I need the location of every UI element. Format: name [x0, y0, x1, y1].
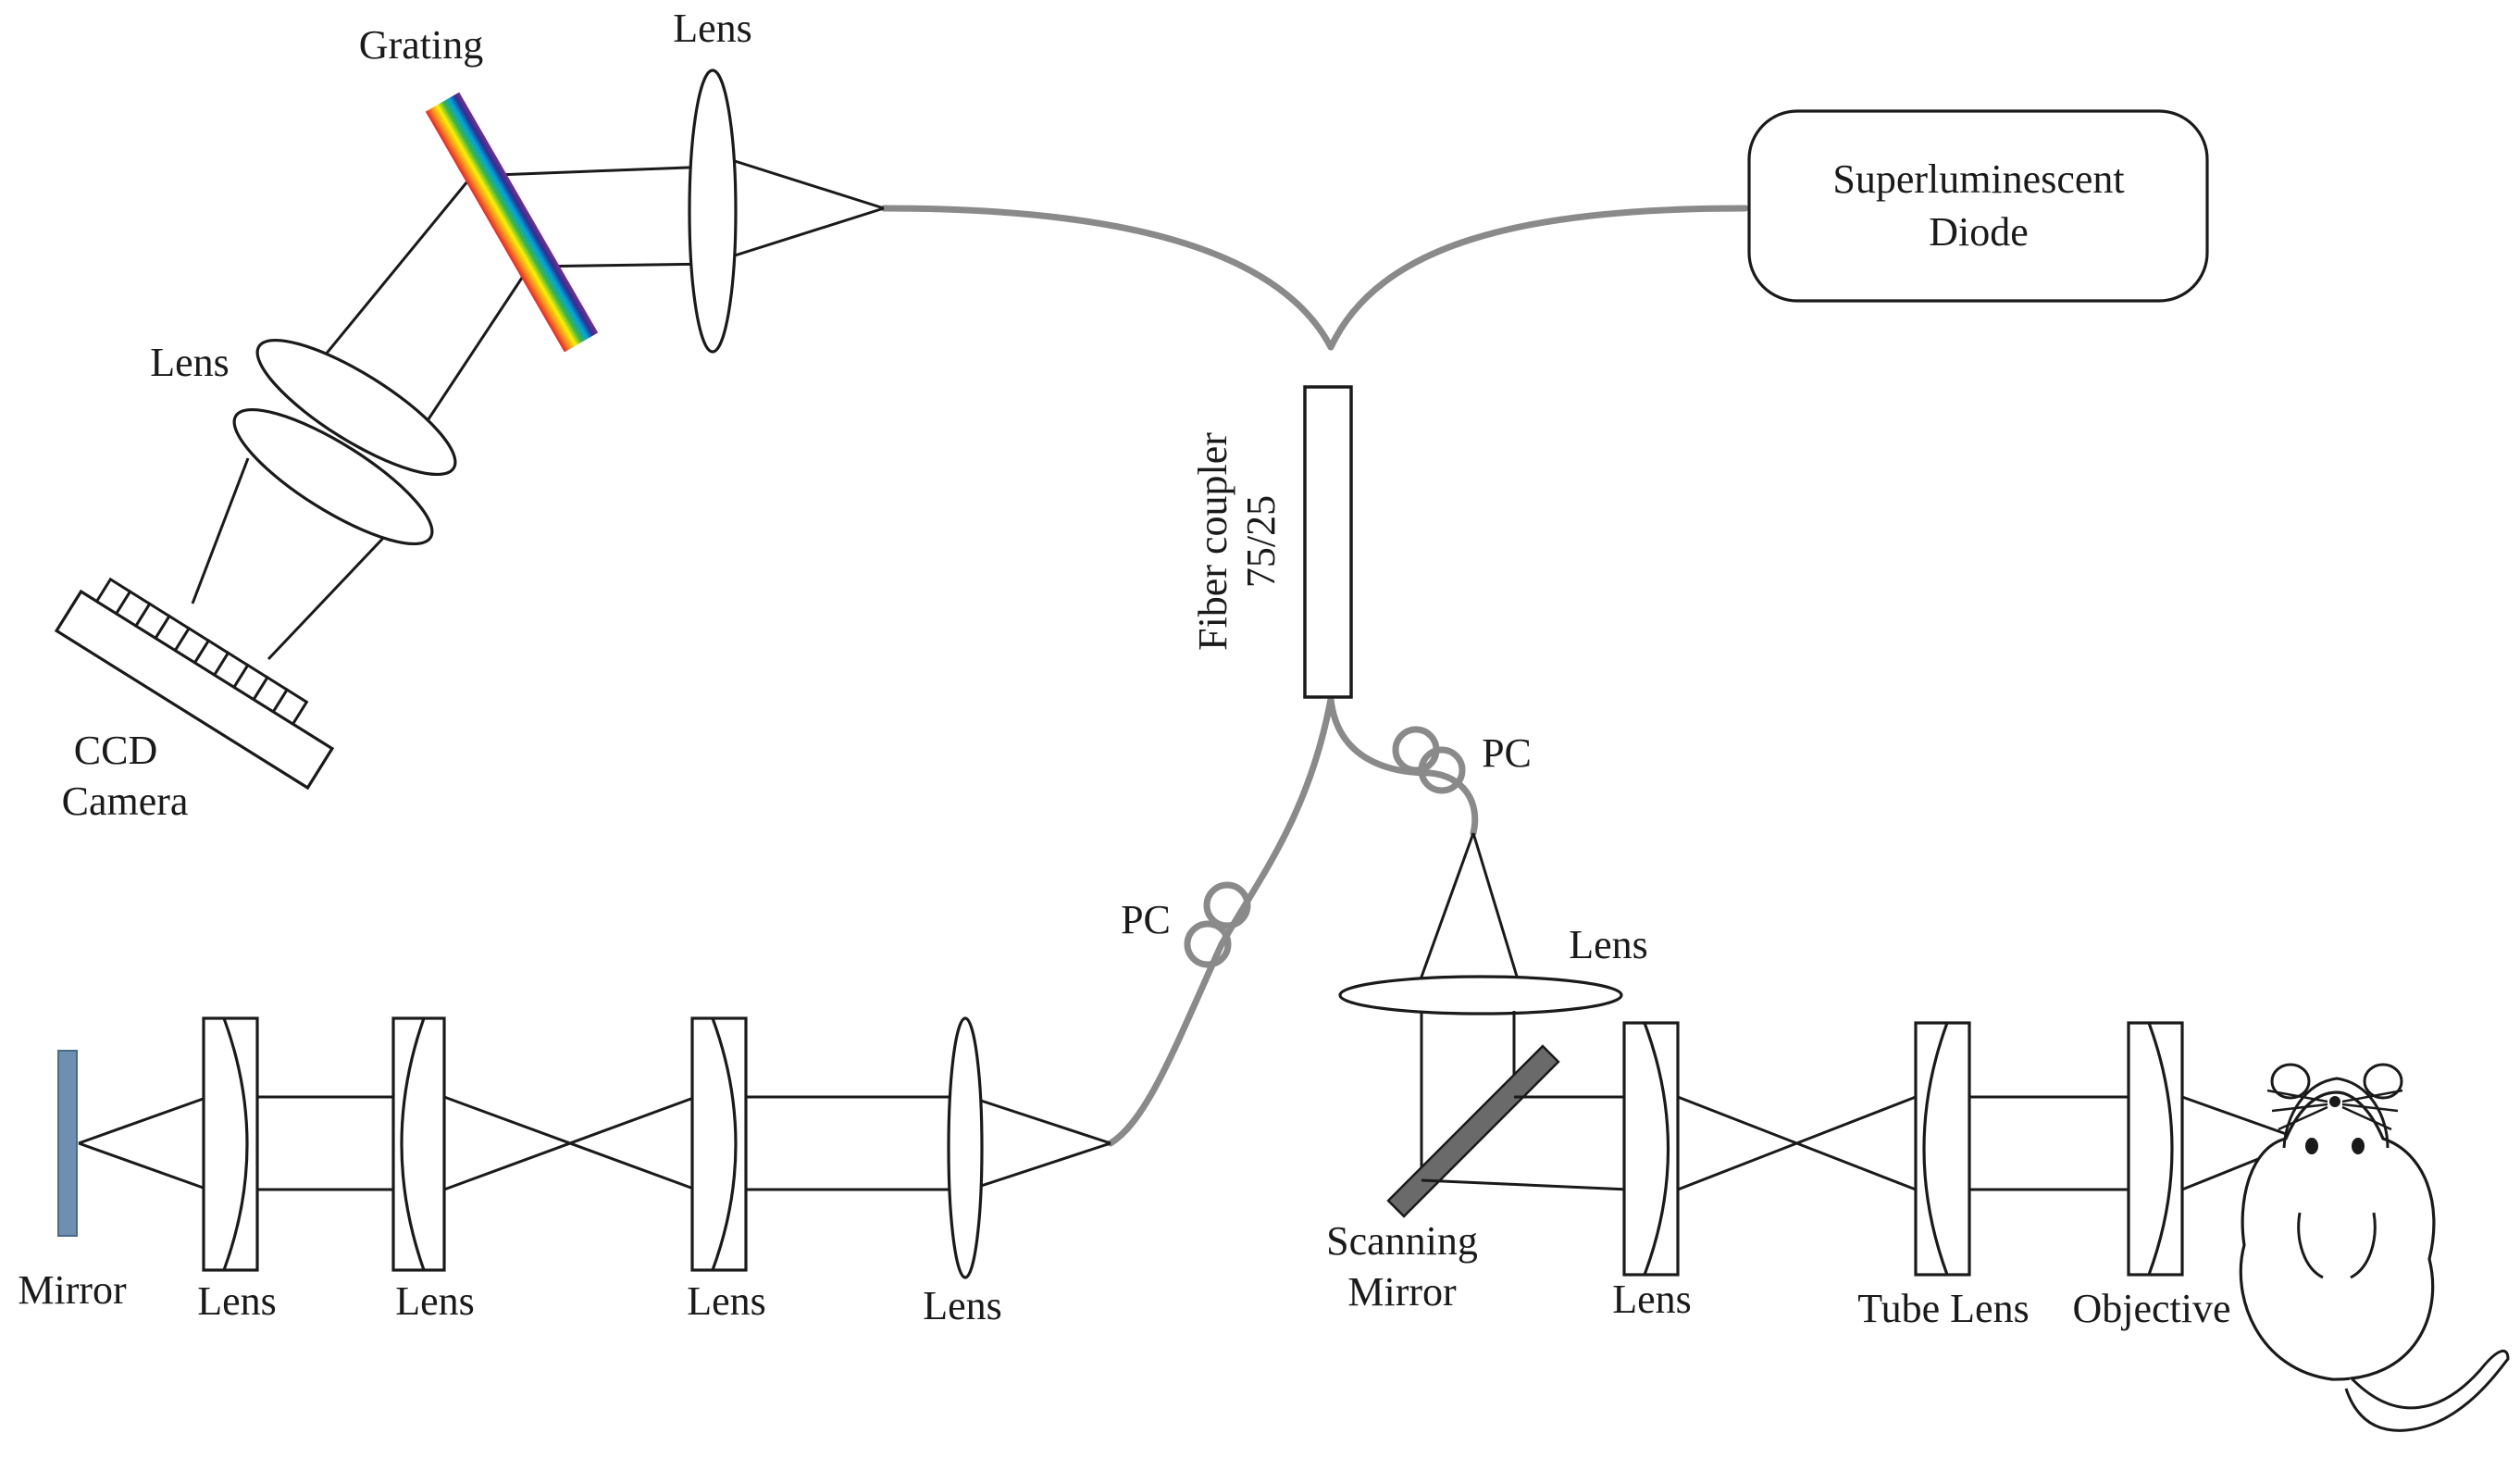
fiber-source — [1327, 205, 1749, 351]
ray — [1419, 832, 1475, 980]
ray — [410, 266, 531, 445]
ray — [443, 1095, 697, 1191]
ray — [969, 1141, 1111, 1191]
fiber-reference-arm — [1107, 695, 1334, 1147]
reference-mirror-label: Mirror — [18, 1267, 127, 1313]
objective-lens — [2127, 1021, 2184, 1277]
reference-lens-3 — [690, 1016, 748, 1272]
ccd-pixels — [94, 577, 309, 727]
reference-lens-2 — [391, 1016, 446, 1272]
fiber-sample-arm — [1327, 695, 1479, 837]
reference-lens-3-label: Lens — [687, 1278, 766, 1324]
reference-mirror — [57, 1050, 78, 1237]
ray — [302, 175, 474, 382]
fibers — [880, 205, 1749, 1147]
sample-arm: Lens Scanning Mirror Lens Tube Lens — [1326, 832, 2305, 1331]
ccd-lens-1 — [255, 338, 457, 477]
reference-lens-4 — [947, 1016, 984, 1279]
ray — [716, 154, 885, 210]
ray — [1421, 1178, 1630, 1191]
fiber-spectrometer — [880, 205, 1334, 351]
tube-lens — [1914, 1021, 1971, 1277]
tube-lens-label: Tube Lens — [1857, 1286, 2029, 1331]
spectrometer: Grating Lens Lens CCD Camera — [54, 6, 885, 824]
ray — [1471, 832, 1520, 980]
sld-label-line2: Diode — [1929, 209, 2029, 255]
reference-lens-1 — [202, 1016, 259, 1272]
coupler-label-line1: Fiber coupler — [1190, 432, 1235, 651]
sld-box — [1747, 109, 2209, 303]
ray — [1677, 1095, 1917, 1191]
sample-collimating-lens — [1338, 975, 1623, 1016]
ray — [191, 457, 250, 604]
ray — [78, 1141, 209, 1191]
sample-collimating-lens-label: Lens — [1569, 922, 1648, 967]
sld-label-line1: Superluminescent — [1832, 156, 2124, 202]
pc-sample-label: PC — [1482, 730, 1532, 776]
scanning-mirror — [1386, 1044, 1560, 1218]
fiber-coupler: Fiber coupler 75/25 — [1190, 385, 1353, 699]
pc-reference-arm — [1184, 881, 1251, 968]
pc-sample-arm — [1392, 726, 1466, 794]
pc-reference-label: PC — [1121, 897, 1171, 942]
ray — [471, 165, 712, 178]
scanning-mirror-label-line1: Scanning — [1326, 1218, 1478, 1264]
ccd-label-line1: CCD — [74, 728, 157, 773]
reference-lens-2-label: Lens — [395, 1278, 475, 1324]
objective-lens-label: Objective — [2072, 1286, 2230, 1331]
scanning-mirror-label-line2: Mirror — [1347, 1269, 1457, 1315]
ray — [2181, 1095, 2305, 1142]
reference-lens-4-label: Lens — [923, 1283, 1002, 1328]
reference-arm: Lens Lens Lens Lens Mirror — [18, 1016, 1111, 1328]
mouse-icon — [2239, 1063, 2510, 1432]
spectrometer-lens — [688, 69, 738, 354]
ray — [969, 1095, 1111, 1145]
sample-scan-lens — [1622, 1021, 1680, 1277]
spectrometer-lens-label: Lens — [673, 6, 752, 51]
grating — [425, 92, 599, 353]
sample-scan-lens-label: Lens — [1612, 1277, 1692, 1322]
ccd-label-line2: Camera — [62, 779, 189, 824]
superluminescent-diode: Superluminescent Diode — [1747, 109, 2209, 303]
coupler-label-line2: 75/25 — [1238, 495, 1284, 588]
reference-lens-1-label: Lens — [197, 1278, 277, 1324]
ccd-lens-label: Lens — [150, 340, 230, 385]
ray — [267, 530, 391, 661]
grating-element — [425, 92, 599, 353]
ray — [78, 1095, 209, 1145]
grating-label: Grating — [359, 22, 483, 68]
coupler-body — [1303, 385, 1353, 699]
ray — [716, 206, 885, 263]
ccd-lens-2 — [232, 407, 434, 546]
ccd-camera — [54, 577, 335, 791]
